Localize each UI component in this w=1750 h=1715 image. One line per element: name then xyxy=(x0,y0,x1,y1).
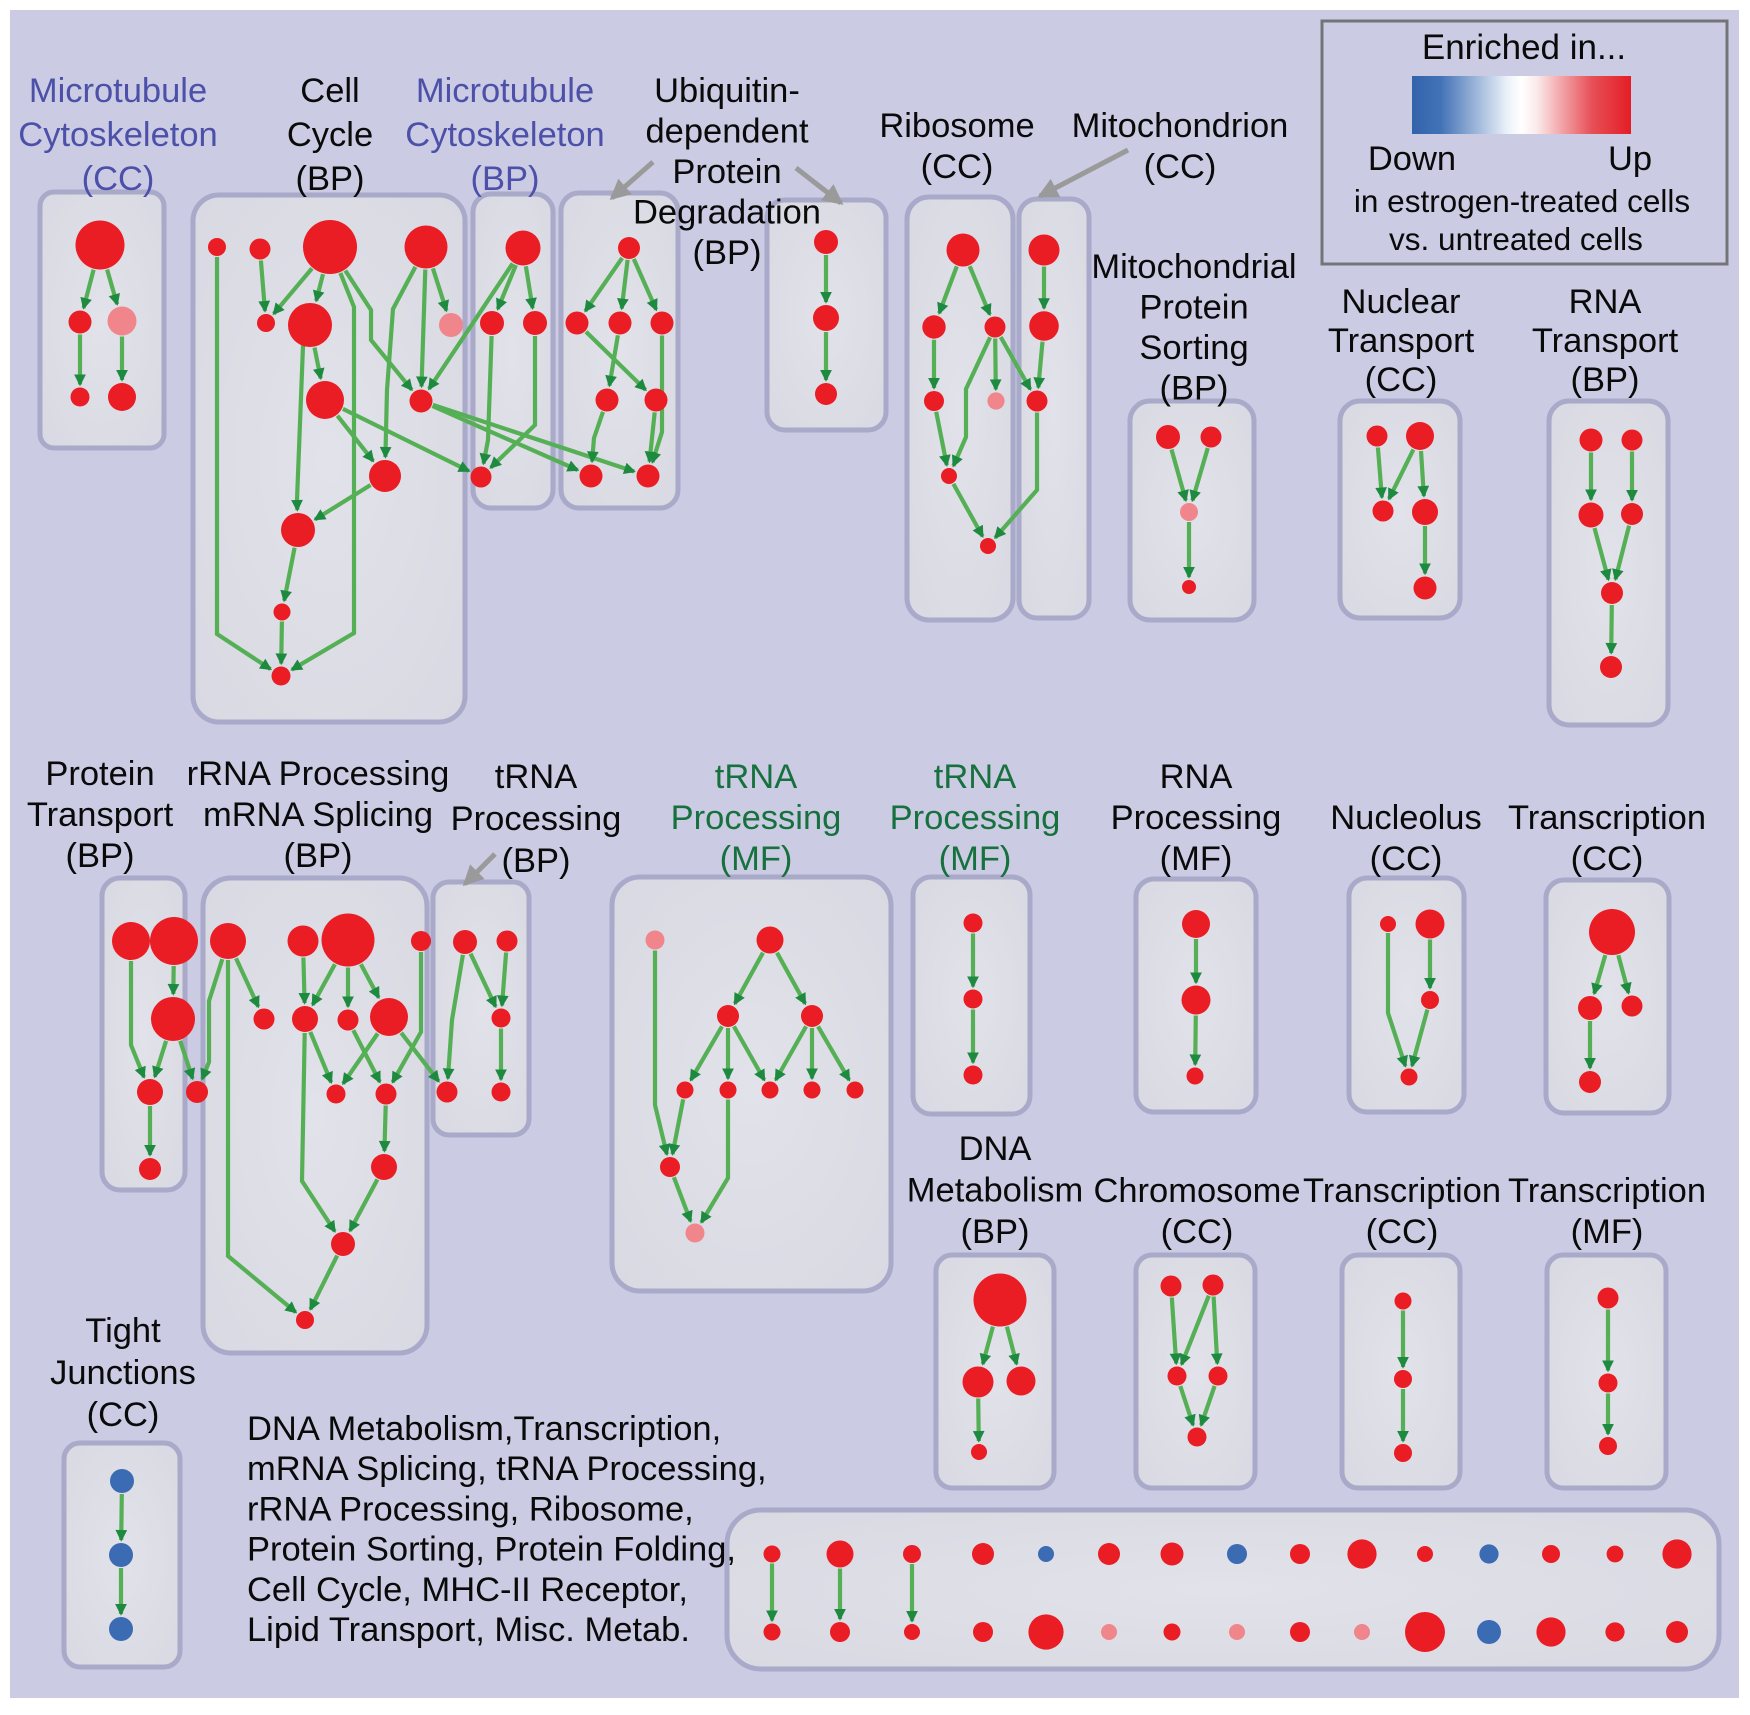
svg-text:Processing: Processing xyxy=(671,799,842,837)
svg-text:rRNA Processing, Ribosome,: rRNA Processing, Ribosome, xyxy=(247,1490,694,1528)
svg-text:(CC): (CC) xyxy=(1370,840,1443,878)
svg-text:Transport: Transport xyxy=(27,796,174,834)
svg-text:Degradation: Degradation xyxy=(633,194,821,232)
svg-text:Junctions: Junctions xyxy=(50,1354,196,1392)
svg-text:vs. untreated cells: vs. untreated cells xyxy=(1389,221,1643,257)
svg-text:Cytoskeleton: Cytoskeleton xyxy=(18,116,217,154)
svg-text:(CC): (CC) xyxy=(1571,840,1644,878)
svg-text:Processing: Processing xyxy=(1111,799,1282,837)
svg-text:DNA: DNA xyxy=(959,1130,1032,1168)
svg-text:Cell: Cell xyxy=(300,72,359,110)
svg-text:Sorting: Sorting xyxy=(1139,329,1248,367)
svg-text:Transcription: Transcription xyxy=(1303,1172,1501,1210)
svg-text:(BP): (BP) xyxy=(693,234,762,272)
svg-text:Tight: Tight xyxy=(85,1312,161,1350)
svg-text:Mitochondrial: Mitochondrial xyxy=(1091,248,1296,286)
svg-text:(CC): (CC) xyxy=(921,148,994,186)
svg-text:Protein Sorting, Protein Foldi: Protein Sorting, Protein Folding, xyxy=(247,1531,736,1569)
svg-text:Protein: Protein xyxy=(1139,289,1248,327)
svg-text:(CC): (CC) xyxy=(87,1396,160,1434)
svg-text:(BP): (BP) xyxy=(961,1213,1030,1251)
svg-text:tRNA: tRNA xyxy=(495,758,577,796)
svg-text:(BP): (BP) xyxy=(1160,370,1229,408)
svg-text:(BP): (BP) xyxy=(502,842,571,880)
svg-text:Protein: Protein xyxy=(672,153,781,191)
svg-text:rRNA Processing: rRNA Processing xyxy=(187,755,450,793)
svg-text:Down: Down xyxy=(1368,140,1456,178)
svg-text:in estrogen-treated cells: in estrogen-treated cells xyxy=(1354,183,1690,219)
svg-text:tRNA: tRNA xyxy=(934,758,1016,796)
svg-text:tRNA: tRNA xyxy=(715,758,797,796)
svg-text:dependent: dependent xyxy=(645,113,808,151)
svg-text:RNA: RNA xyxy=(1569,283,1642,321)
svg-text:Processing: Processing xyxy=(451,800,622,838)
svg-text:Up: Up xyxy=(1608,140,1652,178)
svg-text:mRNA Splicing, tRNA Processing: mRNA Splicing, tRNA Processing, xyxy=(247,1450,767,1488)
svg-text:Cycle: Cycle xyxy=(287,116,373,154)
svg-text:Nucleolus: Nucleolus xyxy=(1330,799,1482,837)
svg-text:Cytoskeleton: Cytoskeleton xyxy=(405,116,604,154)
svg-text:Transcription: Transcription xyxy=(1508,1172,1706,1210)
svg-text:Protein: Protein xyxy=(45,755,154,793)
svg-text:mRNA Splicing: mRNA Splicing xyxy=(203,796,433,834)
svg-text:Mitochondrion: Mitochondrion xyxy=(1072,107,1289,145)
svg-text:Ribosome: Ribosome xyxy=(879,107,1034,145)
svg-text:(BP): (BP) xyxy=(296,160,365,198)
svg-text:Microtubule: Microtubule xyxy=(416,72,594,110)
svg-text:(MF): (MF) xyxy=(1160,840,1233,878)
svg-text:Nuclear: Nuclear xyxy=(1342,283,1461,321)
svg-text:Transport: Transport xyxy=(1328,322,1475,360)
svg-text:Transport: Transport xyxy=(1532,322,1679,360)
svg-text:(BP): (BP) xyxy=(66,837,135,875)
svg-text:Ubiquitin-: Ubiquitin- xyxy=(654,72,800,110)
svg-text:(CC): (CC) xyxy=(1144,148,1217,186)
svg-text:Transcription: Transcription xyxy=(1508,799,1706,837)
svg-text:RNA: RNA xyxy=(1160,758,1233,796)
svg-text:(CC): (CC) xyxy=(82,160,155,198)
svg-text:Lipid Transport, Misc. Metab.: Lipid Transport, Misc. Metab. xyxy=(247,1611,690,1649)
svg-text:(BP): (BP) xyxy=(1571,361,1640,399)
svg-text:Metabolism: Metabolism xyxy=(907,1172,1083,1210)
svg-text:Cell Cycle, MHC-II Receptor,: Cell Cycle, MHC-II Receptor, xyxy=(247,1571,688,1609)
svg-text:(CC): (CC) xyxy=(1161,1213,1234,1251)
svg-text:Microtubule: Microtubule xyxy=(29,72,207,110)
svg-text:(MF): (MF) xyxy=(720,840,793,878)
svg-text:(BP): (BP) xyxy=(471,160,540,198)
svg-text:(MF): (MF) xyxy=(1571,1213,1644,1251)
svg-text:DNA Metabolism,Transcription,: DNA Metabolism,Transcription, xyxy=(247,1410,721,1448)
svg-text:Chromosome: Chromosome xyxy=(1093,1172,1300,1210)
svg-text:(CC): (CC) xyxy=(1366,1213,1439,1251)
svg-text:Processing: Processing xyxy=(890,799,1061,837)
svg-text:(MF): (MF) xyxy=(939,840,1012,878)
svg-text:(CC): (CC) xyxy=(1365,361,1438,399)
svg-text:(BP): (BP) xyxy=(284,837,353,875)
svg-text:Enriched in...: Enriched in... xyxy=(1422,28,1626,67)
